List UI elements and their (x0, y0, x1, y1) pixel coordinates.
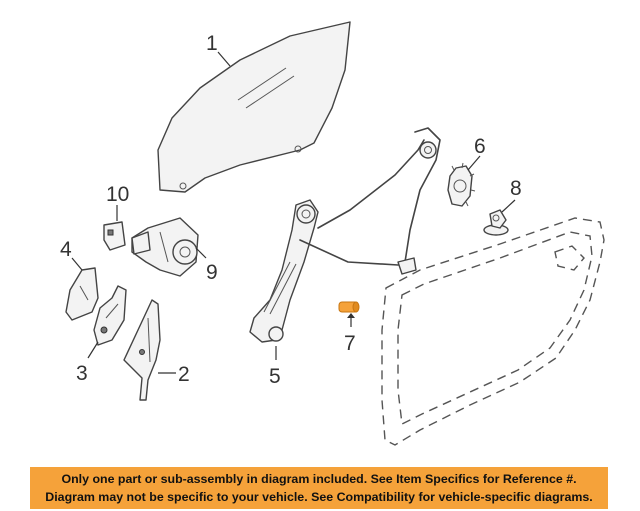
callout-7-label: 7 (344, 332, 356, 355)
callout-7-arrowhead (347, 313, 355, 318)
pin-end (352, 301, 360, 313)
disclaimer-line-1: Only one part or sub-assembly in diagram… (61, 472, 577, 486)
door-shell-outline (381, 217, 605, 446)
callout-6-label: 6 (474, 135, 486, 158)
callout-2-label: 2 (178, 363, 190, 386)
mirror-mount-cover-part (65, 267, 99, 321)
bracket-part (103, 221, 126, 251)
callout-3-label: 3 (76, 362, 88, 385)
window-motor-part (131, 217, 199, 277)
callout-8-label: 8 (510, 177, 522, 200)
callout-9-label: 9 (206, 261, 218, 284)
callout-4-leader (71, 257, 83, 271)
callout-8-leader (501, 199, 516, 213)
door-stud-part (483, 209, 509, 236)
callout-1-label: 1 (206, 32, 218, 55)
callout-6-leader (467, 155, 481, 171)
callout-3-leader (87, 341, 99, 359)
mirror-mount-bracket-part (93, 285, 127, 346)
callout-4-label: 4 (60, 238, 72, 261)
disclaimer-banner: Only one part or sub-assembly in diagram… (30, 467, 608, 509)
window-regulator-part (249, 127, 441, 343)
parts-diagram: 1 10 9 4 3 2 (60, 21, 605, 446)
disclaimer-line-2: Diagram may not be specific to your vehi… (45, 490, 593, 504)
regulator-gear-part (447, 162, 476, 207)
callout-5-label: 5 (269, 365, 281, 388)
glass-guide-channel-part (123, 299, 161, 401)
highlighted-pin-part (338, 301, 360, 313)
callout-10-label: 10 (106, 183, 129, 206)
callout-1-leader (217, 51, 231, 67)
door-glass-part (157, 21, 351, 193)
callout-9-leader (195, 247, 207, 259)
